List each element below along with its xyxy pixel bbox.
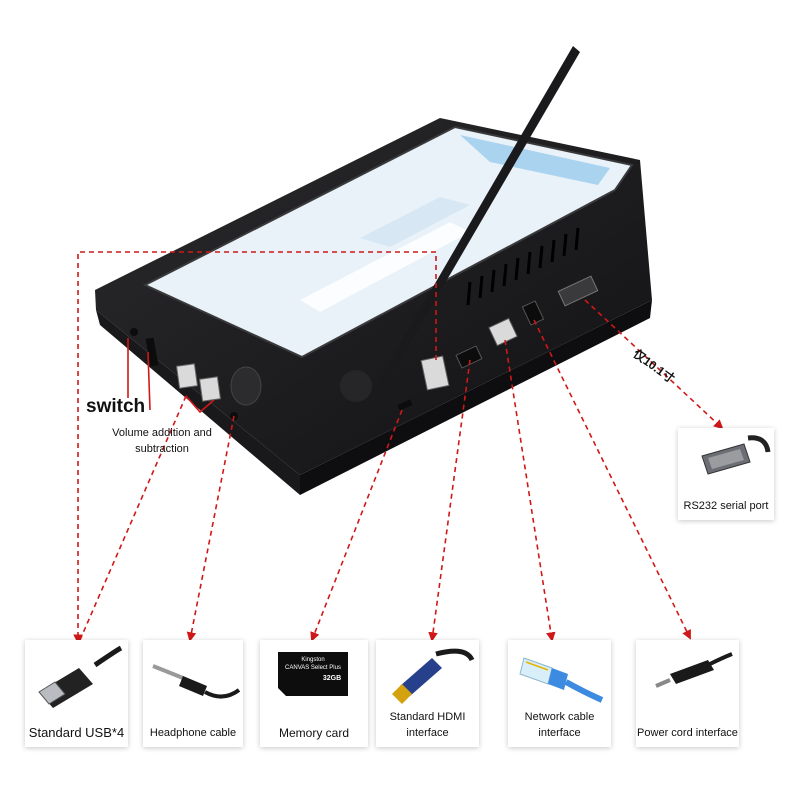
hdmi-callout bbox=[428, 359, 471, 642]
port-label: Memory card bbox=[278, 726, 349, 740]
card-rs232: RS232 serial port bbox=[678, 428, 774, 520]
rs232-label: RS232 serial port bbox=[683, 500, 769, 512]
port-label: Standard HDMI interface bbox=[389, 711, 466, 739]
card-power: Power cord interface bbox=[636, 640, 739, 747]
hdmi-port bbox=[455, 345, 483, 369]
port-label: Standard USB*4 bbox=[28, 725, 125, 740]
headphone-jack-icon bbox=[152, 664, 241, 699]
microsd-card-icon: Kingston CANVAS Select Plus 32GB bbox=[278, 652, 348, 696]
card-brand: Kingston bbox=[301, 657, 324, 663]
card-headphone: Headphone cable bbox=[143, 640, 243, 747]
card-usb: Standard USB*4 bbox=[25, 640, 128, 747]
card-model: CANVAS Select Plus bbox=[285, 665, 341, 671]
ethernet-cable-icon bbox=[519, 657, 604, 703]
card-hdmi: Standard HDMI interface bbox=[376, 640, 479, 747]
usb-port-left-2 bbox=[198, 376, 222, 402]
rs232-port bbox=[557, 275, 599, 307]
speaker-grille bbox=[230, 366, 262, 406]
dc-power-port bbox=[521, 300, 545, 326]
switch-label: switch bbox=[86, 396, 146, 417]
usb-plug-icon bbox=[38, 645, 123, 708]
callout-lines bbox=[73, 251, 724, 644]
vent-grille bbox=[466, 227, 580, 306]
dc-power-plug-icon bbox=[655, 652, 733, 688]
usb-callout bbox=[73, 251, 437, 644]
card-memory: Kingston CANVAS Select Plus 32GB Memory … bbox=[260, 640, 368, 747]
hdmi-cable-icon bbox=[392, 648, 475, 704]
network-callout bbox=[504, 339, 556, 642]
wifi-antenna bbox=[340, 46, 580, 402]
usb-port-rear bbox=[420, 355, 450, 391]
port-label: Power cord interface bbox=[637, 727, 738, 739]
volume-label: Volume addition and subtraction bbox=[112, 427, 212, 455]
card-capacity: 32GB bbox=[323, 675, 341, 682]
headphone-callout bbox=[186, 415, 235, 642]
mini-pc-device bbox=[95, 46, 652, 495]
ethernet-port bbox=[488, 317, 518, 347]
port-label: Headphone cable bbox=[149, 727, 237, 739]
usb-port-left-1 bbox=[175, 363, 199, 389]
serial-connector-icon bbox=[701, 435, 771, 475]
rs232-callout bbox=[584, 299, 724, 430]
card-network: Network cable interface bbox=[508, 640, 611, 747]
port-label: Network cable interface bbox=[524, 711, 595, 739]
